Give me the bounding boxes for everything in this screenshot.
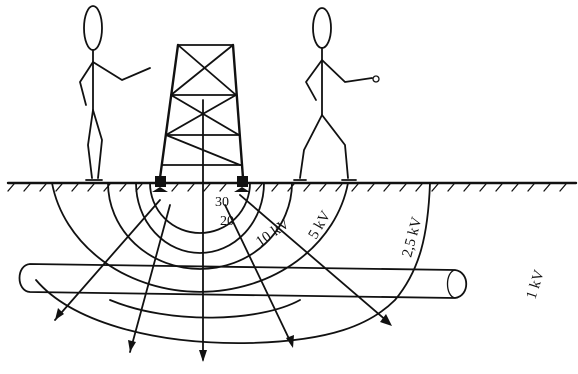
buried-pipe xyxy=(20,264,467,298)
equipotential-contours xyxy=(36,183,430,343)
person-right-icon xyxy=(294,8,379,180)
ground-hatching xyxy=(8,184,566,191)
person-left-icon xyxy=(80,6,150,180)
contour-label-30: 30 xyxy=(215,195,229,210)
contour-label-20: 20 xyxy=(220,214,234,229)
transmission-tower xyxy=(152,45,250,192)
tower-footing-right xyxy=(237,176,248,187)
arrow-head xyxy=(55,308,64,320)
contour-label-1kv: 1 kV xyxy=(524,268,548,301)
contour-line-20 xyxy=(136,183,264,253)
contour-line-10kv xyxy=(108,183,292,269)
tower-footing-left xyxy=(155,176,166,187)
contour-label-2-5kv: 2,5 kV xyxy=(399,215,425,259)
contour-line-5kv xyxy=(52,183,348,292)
contour-label-10kv: 10 kV xyxy=(253,216,293,250)
arrow-head xyxy=(199,350,207,362)
arrow-head xyxy=(128,340,136,352)
